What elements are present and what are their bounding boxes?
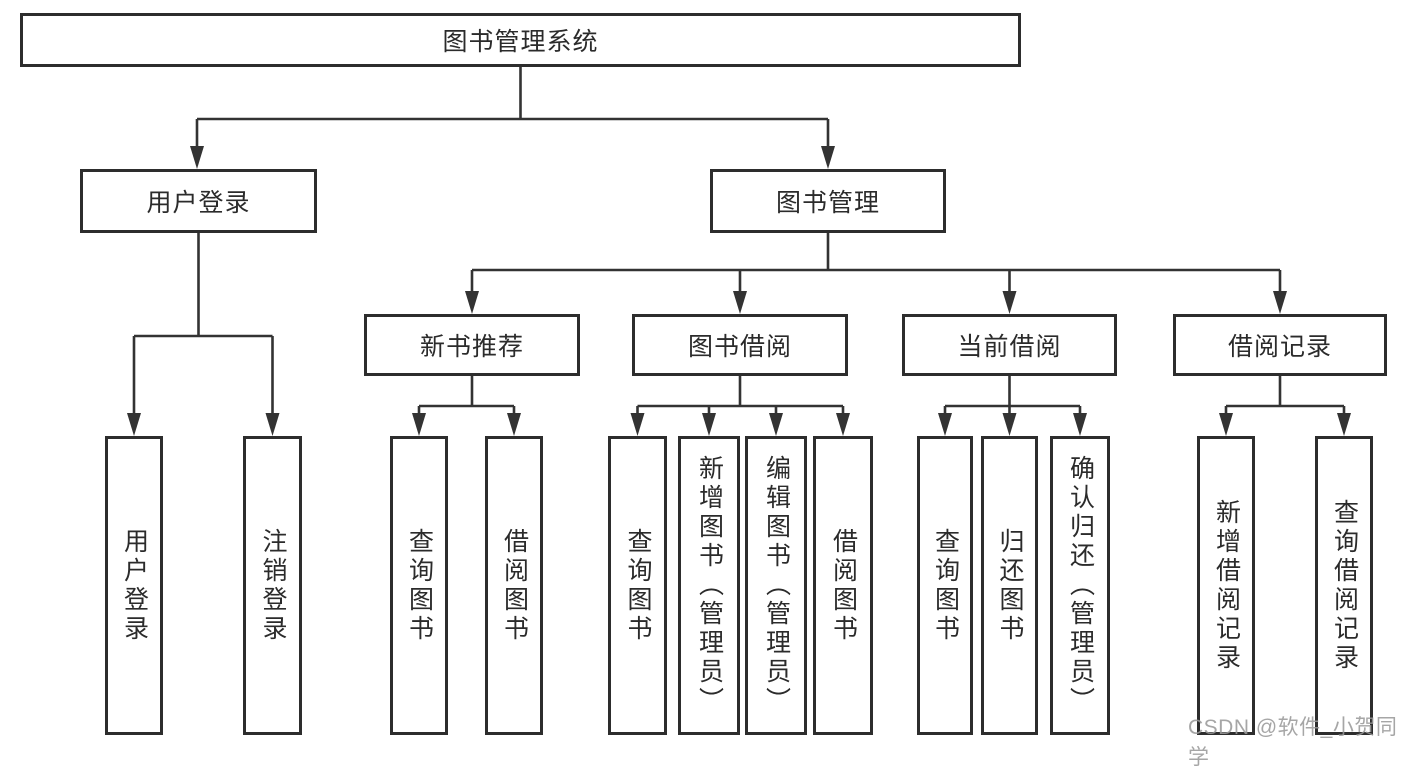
leaf-query-books-2: 查询图书 xyxy=(608,436,667,735)
leaf-query-borrow-record: 查询借阅记录 xyxy=(1315,436,1373,735)
node-book-borrow: 图书借阅 xyxy=(632,314,848,376)
leaf-edit-book-admin: 编辑图书（管理员） xyxy=(745,436,807,735)
leaf-borrow-books-1: 借阅图书 xyxy=(485,436,543,735)
node-new-book-recommend: 新书推荐 xyxy=(364,314,580,376)
connector-lines xyxy=(127,67,1351,436)
node-user-login: 用户登录 xyxy=(80,169,317,233)
leaf-confirm-return-admin: 确认归还（管理员） xyxy=(1050,436,1110,735)
leaf-add-borrow-record: 新增借阅记录 xyxy=(1197,436,1255,735)
node-book-management: 图书管理 xyxy=(710,169,946,233)
leaf-user-login: 用户登录 xyxy=(105,436,163,735)
leaf-add-book-admin: 新增图书（管理员） xyxy=(678,436,740,735)
leaf-return-book: 归还图书 xyxy=(981,436,1038,735)
watermark: CSDN @软件_小贺同学 xyxy=(1188,716,1398,769)
node-library-management-system: 图书管理系统 xyxy=(20,13,1021,67)
leaf-query-books-3: 查询图书 xyxy=(917,436,973,735)
leaf-query-books-1: 查询图书 xyxy=(390,436,448,735)
node-borrow-records: 借阅记录 xyxy=(1173,314,1387,376)
leaf-borrow-books-2: 借阅图书 xyxy=(813,436,873,735)
node-current-borrow: 当前借阅 xyxy=(902,314,1117,376)
diagram-canvas: 图书管理系统 用户登录 图书管理 新书推荐 图书借阅 当前借阅 借阅记录 用户登… xyxy=(20,13,1397,769)
leaf-logout: 注销登录 xyxy=(243,436,302,735)
